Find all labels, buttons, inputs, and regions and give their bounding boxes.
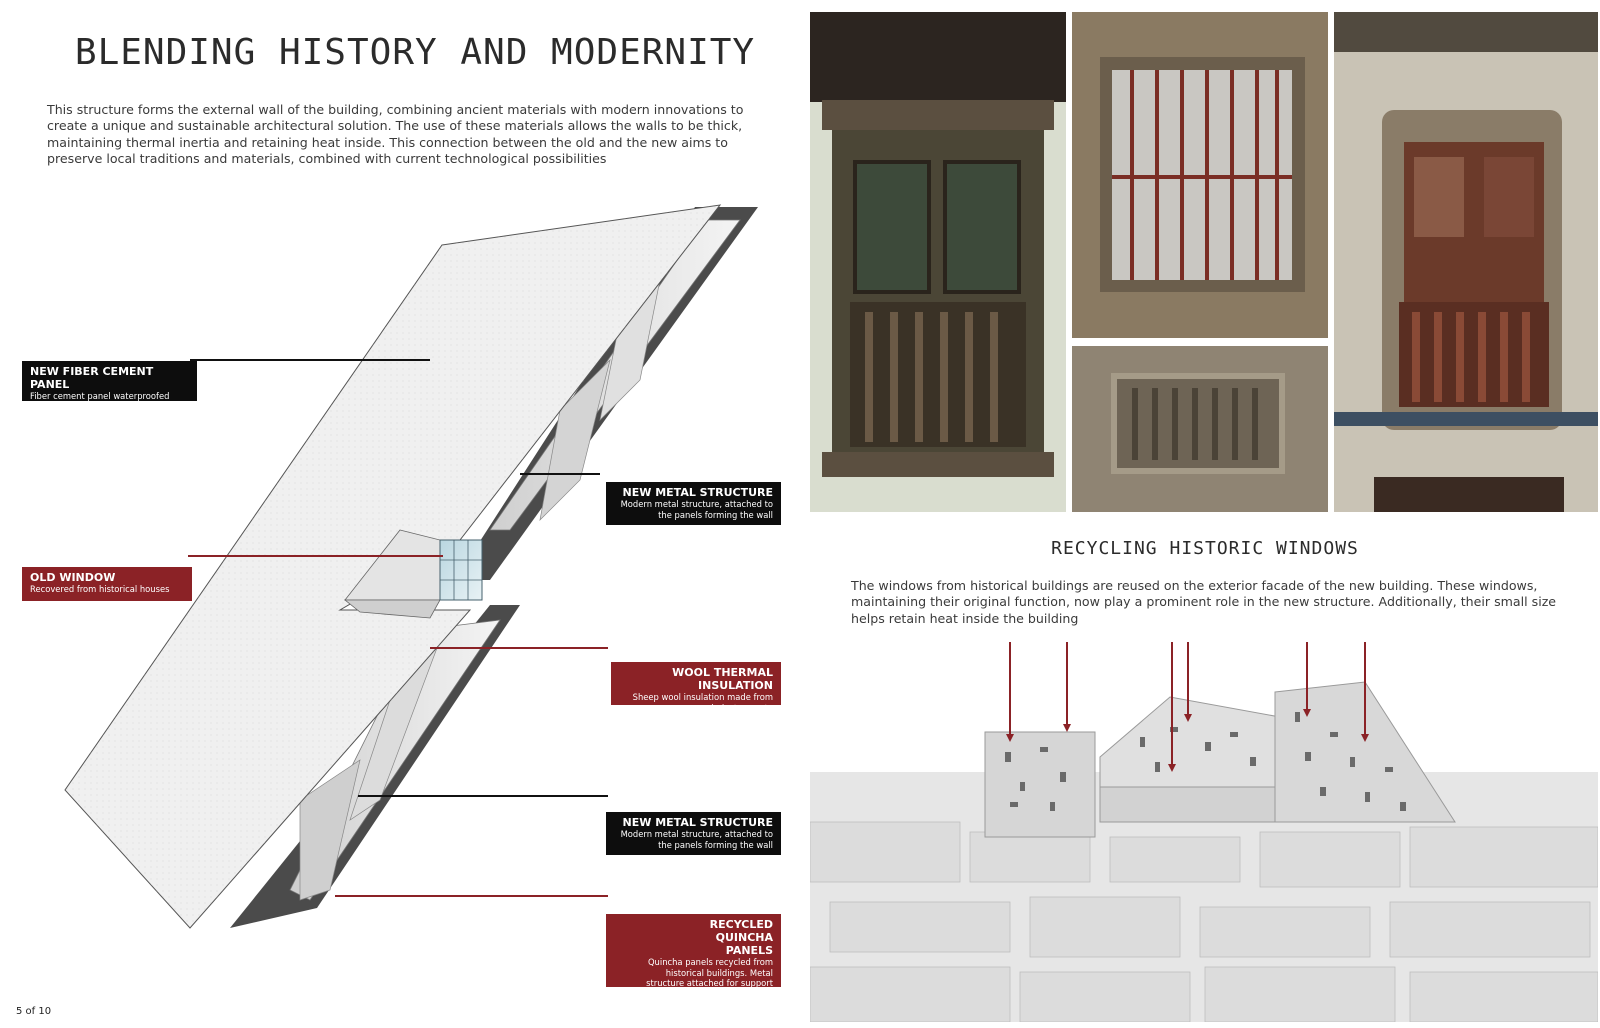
window-glass <box>439 539 483 601</box>
photo-barred-window <box>1072 12 1328 338</box>
label-old-window: OLD WINDOW Recovered from historical hou… <box>22 567 192 601</box>
label-metal-structure-top: NEW METAL STRUCTURE Modern metal structu… <box>606 482 781 525</box>
leader-fiber <box>190 359 430 361</box>
label-metal-bottom-title: NEW METAL STRUCTURE <box>622 816 773 829</box>
intro-paragraph: This structure forms the external wall o… <box>47 102 744 166</box>
leader-quincha <box>335 895 608 897</box>
recycling-paragraph: The windows from historical buildings ar… <box>851 578 1557 626</box>
label-quincha: RECYCLED QUINCHA PANELS Quincha panels r… <box>606 914 781 989</box>
label-metal-top-desc: Modern metal structure, attached to the … <box>620 499 773 520</box>
leader-metal-top <box>520 473 600 475</box>
label-wool-title: WOOL THERMAL INSULATION <box>672 666 773 692</box>
label-old-window-desc: Recovered from historical houses <box>30 584 170 594</box>
building-render <box>810 642 1598 1022</box>
photo-red-balcony-window <box>1334 12 1598 512</box>
label-metal-structure-bottom: NEW METAL STRUCTURE Modern metal structu… <box>606 812 781 855</box>
label-fiber-panel-desc: Fiber cement panel waterproofed with add… <box>30 391 175 423</box>
label-fiber-panel: NEW FIBER CEMENT PANEL Fiber cement pane… <box>22 361 197 422</box>
label-wool-desc: Sheep wool insulation made from industry… <box>632 692 773 713</box>
page-title: BLENDING HISTORY AND MODERNITY <box>74 32 756 73</box>
leader-metal-bottom <box>358 795 608 797</box>
label-quincha-title: RECYCLED QUINCHA PANELS <box>709 918 773 957</box>
label-metal-top-title: NEW METAL STRUCTURE <box>622 486 773 499</box>
photo-small-window <box>1072 346 1328 512</box>
label-fiber-panel-title: NEW FIBER CEMENT PANEL <box>30 365 154 391</box>
label-wool-insulation: WOOL THERMAL INSULATION Sheep wool insul… <box>611 662 781 713</box>
photo-balcony-window-green <box>810 12 1066 512</box>
wall-exploded-diagram <box>64 204 758 929</box>
window-arrows <box>1009 642 1366 767</box>
recycling-title: RECYCLING HISTORIC WINDOWS <box>1051 538 1359 559</box>
label-metal-bottom-desc: Modern metal structure, attached to the … <box>620 829 773 850</box>
label-quincha-desc: Quincha panels recycled from historical … <box>646 957 773 989</box>
building-center <box>1099 696 1281 823</box>
leader-old-window <box>188 555 443 557</box>
label-old-window-title: OLD WINDOW <box>30 571 116 584</box>
page-number: 5 of 10 <box>16 1006 52 1017</box>
leader-wool <box>430 647 608 649</box>
